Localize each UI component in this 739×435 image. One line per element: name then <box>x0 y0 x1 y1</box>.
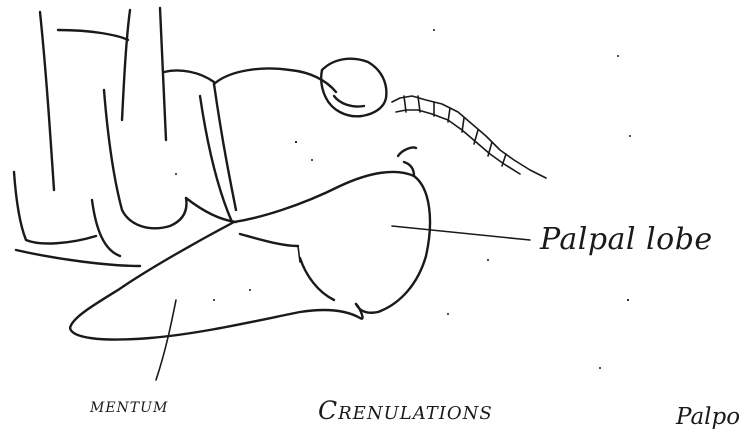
crenulations-label: Crenulations <box>318 396 493 425</box>
palpo-label-cut-off: Palpo <box>676 404 739 430</box>
mentum-label: mentum <box>90 393 168 417</box>
palpal-lobe-label: Palpal lobe <box>540 222 713 257</box>
mentum <box>70 222 363 340</box>
leader-line-mentum <box>156 300 176 380</box>
leg-outline <box>14 8 214 266</box>
leader-line-palpal-lobe <box>392 226 530 240</box>
antenna <box>392 96 546 178</box>
palpal-lobe <box>234 147 430 312</box>
stipple-dots <box>175 29 631 369</box>
